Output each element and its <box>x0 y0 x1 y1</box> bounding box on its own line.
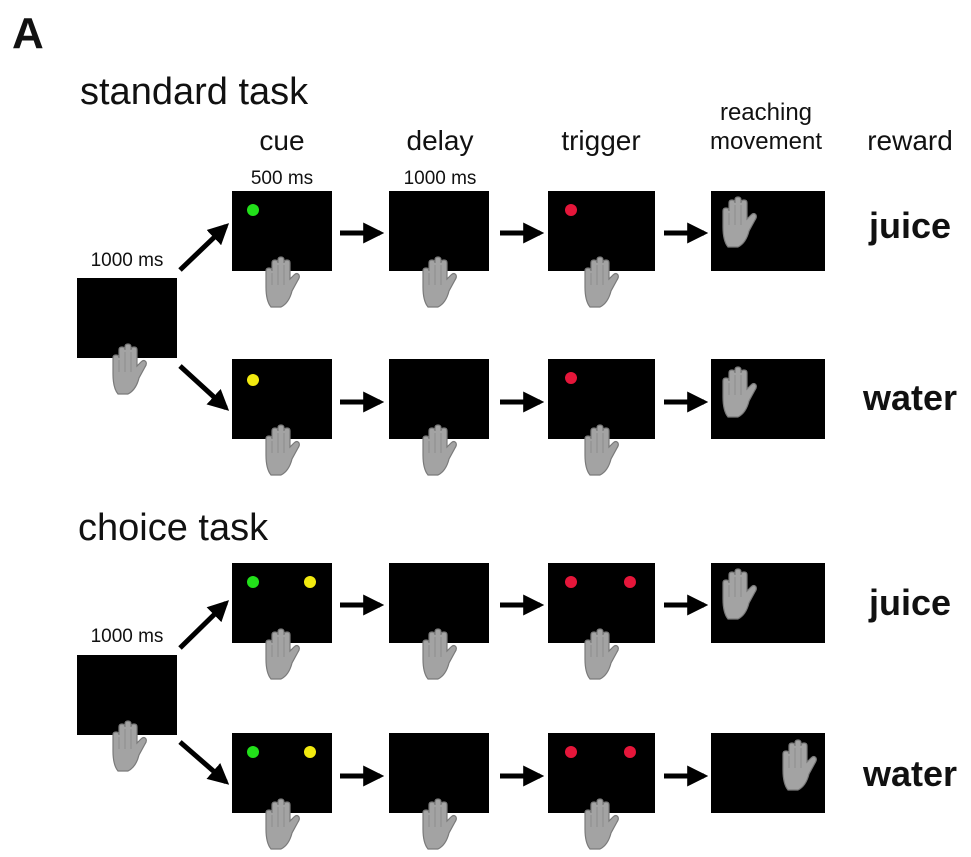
stage-movement-label: movement <box>710 128 822 155</box>
red-target-icon <box>565 204 577 216</box>
red-target-icon <box>565 372 577 384</box>
green-target-icon <box>247 746 259 758</box>
green-target-icon <box>247 204 259 216</box>
stage-reward-label: reward <box>867 125 953 156</box>
cue-duration: 500 ms <box>251 168 313 189</box>
stage-cue-label: cue <box>259 125 304 156</box>
choice-task-title: choice task <box>78 507 269 549</box>
stage-reaching-label: reaching <box>720 99 812 126</box>
stage-delay-label: delay <box>407 125 474 156</box>
yellow-target-icon <box>304 576 316 588</box>
reward-juice-row3: juice <box>868 582 951 623</box>
yellow-target-icon <box>247 374 259 386</box>
yellow-target-icon <box>304 746 316 758</box>
branch-arrow-up-standard <box>178 223 230 272</box>
delay-duration: 1000 ms <box>404 168 477 189</box>
branch-arrow-down-choice <box>178 740 230 785</box>
red-target-icon <box>624 746 636 758</box>
reward-water-row4: water <box>862 753 957 794</box>
panel-label: A <box>12 9 44 58</box>
precue-duration-choice: 1000 ms <box>91 626 164 647</box>
red-target-icon <box>565 746 577 758</box>
red-target-icon <box>624 576 636 588</box>
green-target-icon <box>247 576 259 588</box>
stage-trigger-label: trigger <box>561 125 640 156</box>
red-target-icon <box>565 576 577 588</box>
standard-task-title: standard task <box>80 71 309 113</box>
branch-arrow-up-choice <box>178 600 230 650</box>
branch-arrow-down-standard <box>178 364 230 411</box>
reward-water-row2: water <box>862 377 957 418</box>
precue-duration-standard: 1000 ms <box>91 250 164 271</box>
reward-juice-row1: juice <box>868 205 951 246</box>
